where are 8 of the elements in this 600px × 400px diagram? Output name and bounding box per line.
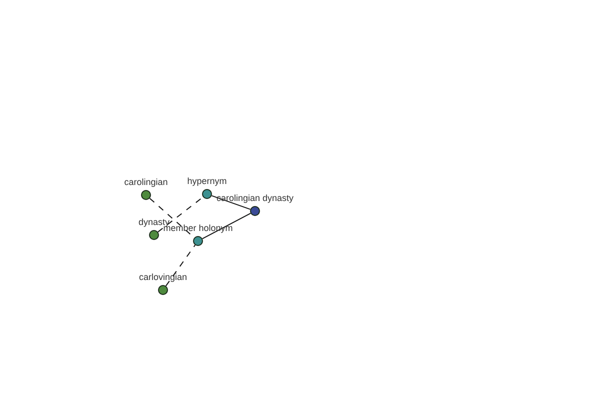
connector-line — [165, 244, 196, 286]
node-label: carolingian — [124, 177, 168, 187]
node-label: dynasty — [138, 217, 170, 227]
node-label: carlovingian — [138, 272, 188, 282]
node-label: hypernym — [187, 176, 227, 186]
connector-line — [211, 195, 251, 210]
node-label: carolingian dynasty — [216, 193, 294, 203]
connector-line — [157, 196, 204, 232]
